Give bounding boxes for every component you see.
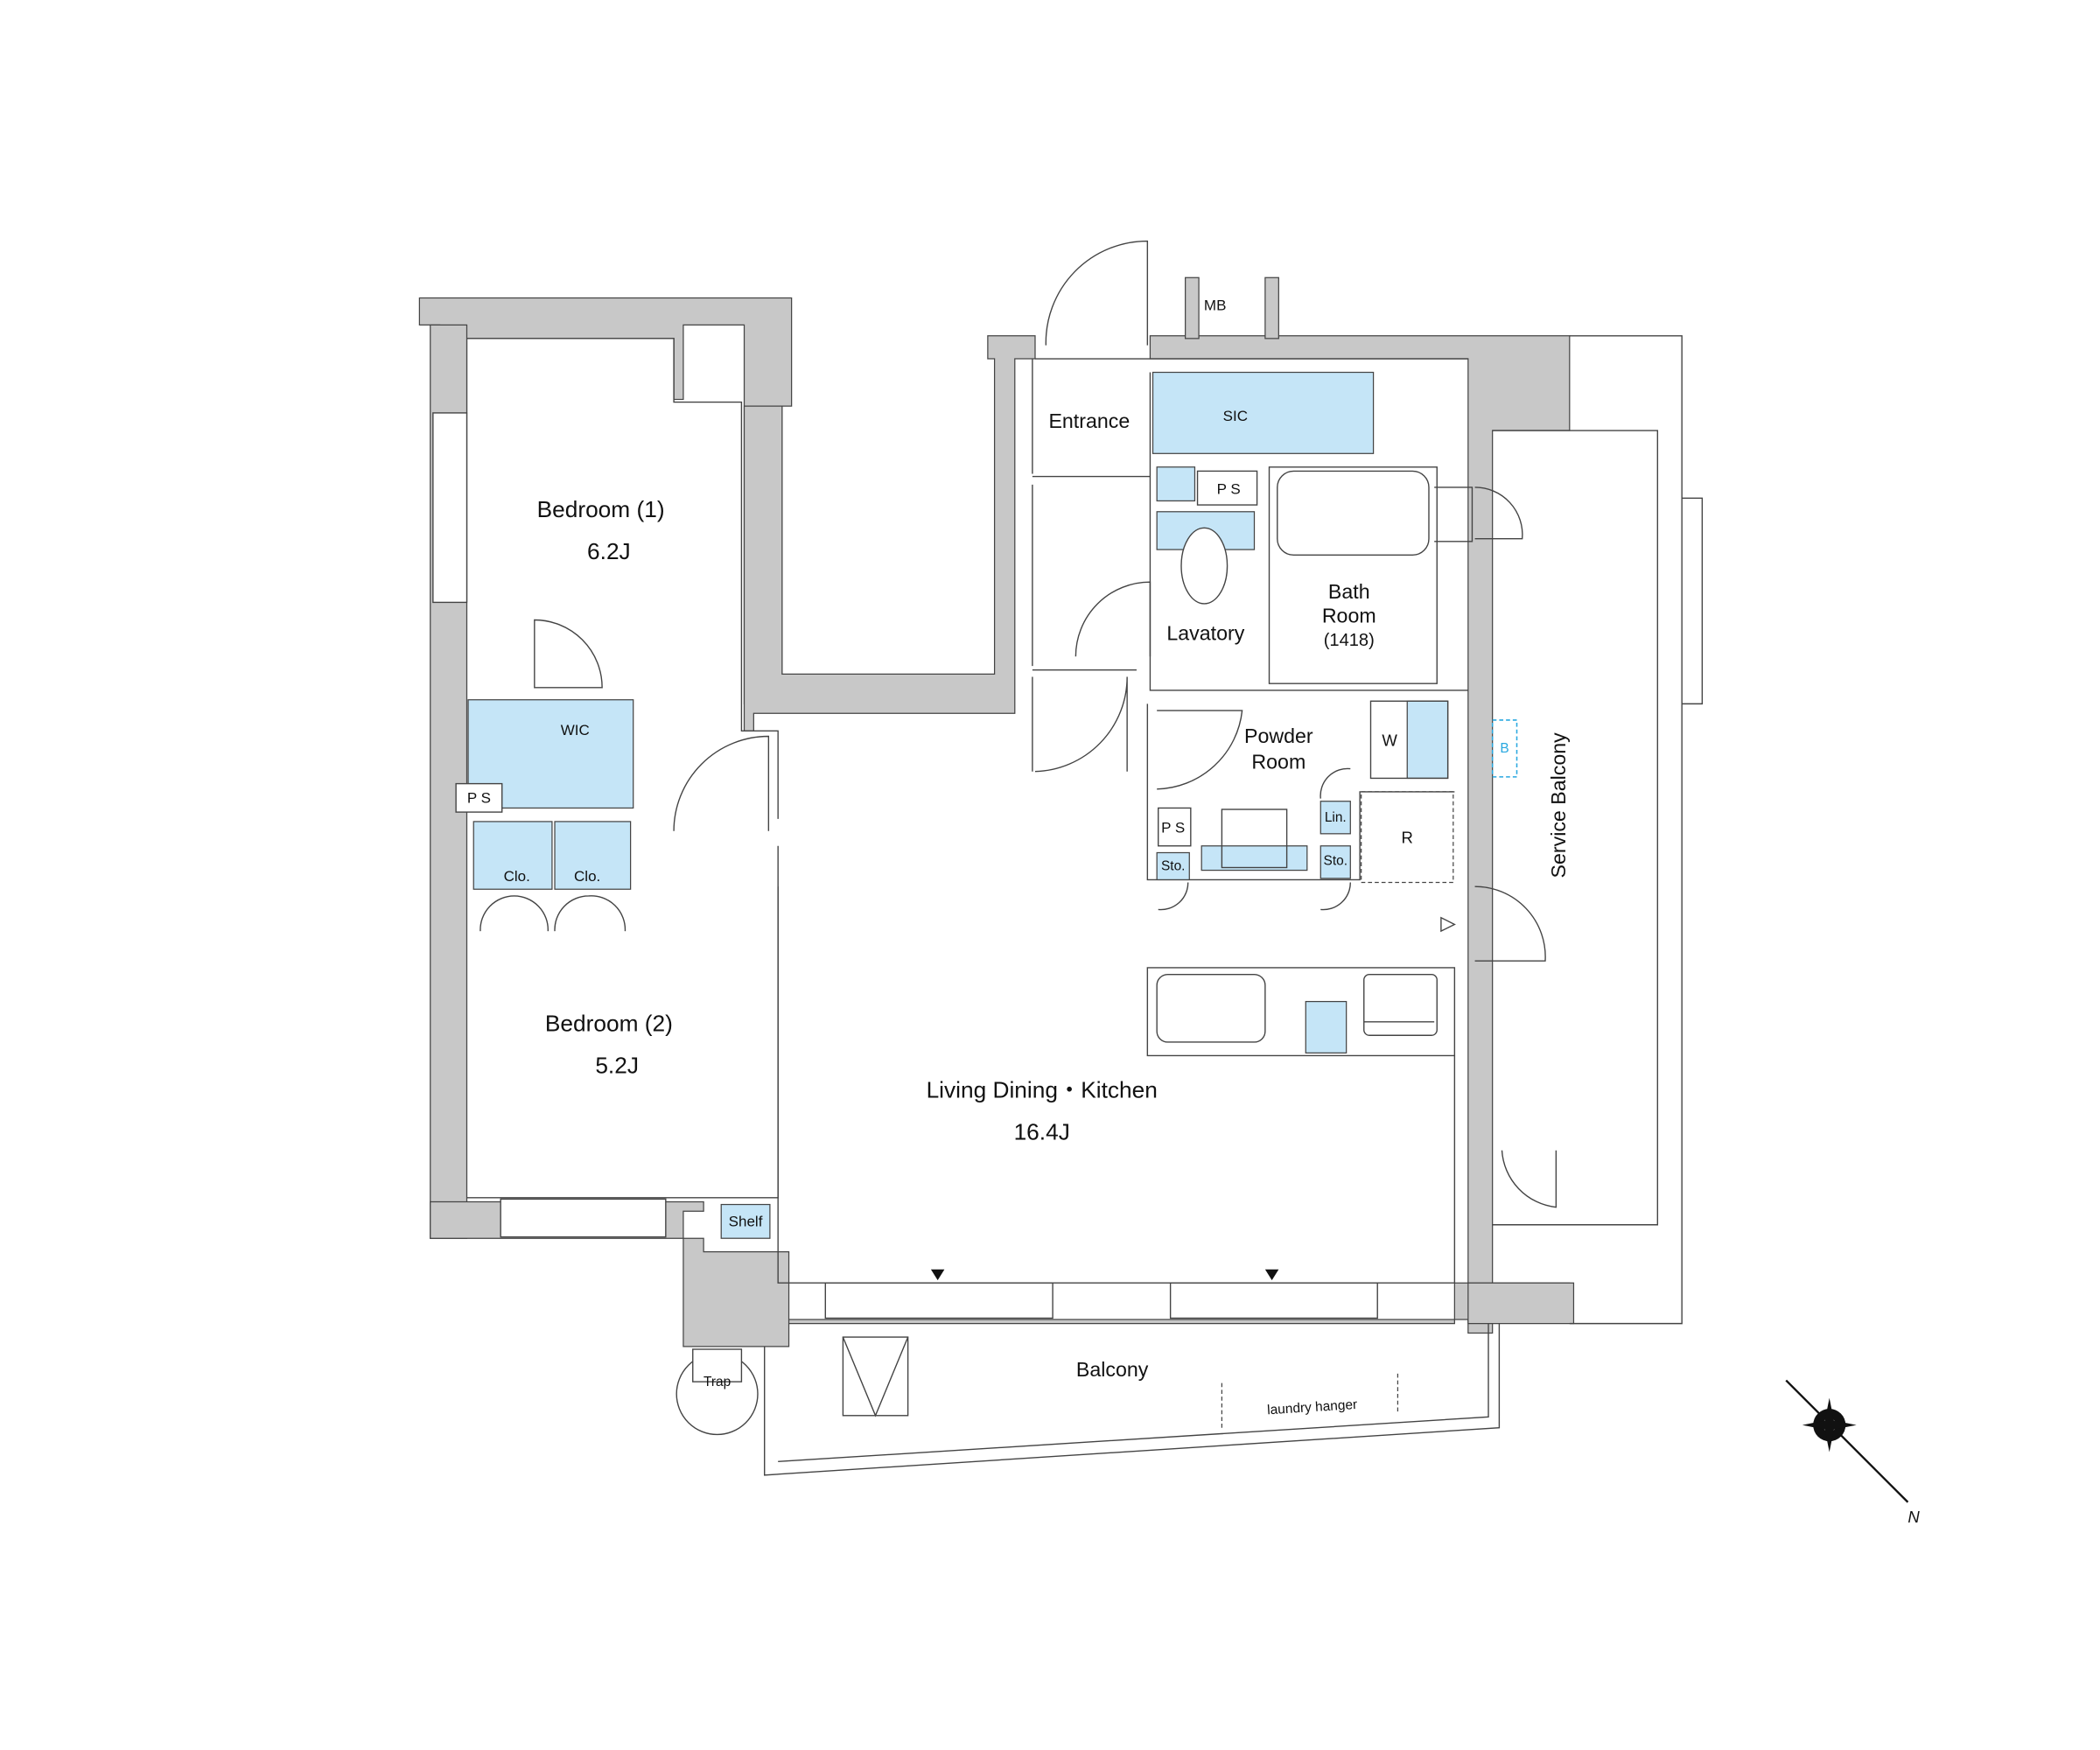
windows bbox=[432, 412, 1378, 1320]
ldk-name: Living Dining・Kitchen bbox=[927, 1076, 1158, 1102]
refrigerator-label: R bbox=[1402, 829, 1413, 847]
trap-label: Trap bbox=[704, 1375, 731, 1390]
compass-north-label: N bbox=[1908, 1508, 1920, 1526]
ps-top-label: P S bbox=[1217, 481, 1241, 498]
closet2-label: Clo. bbox=[574, 868, 600, 885]
ps-powder-label: P S bbox=[1161, 819, 1185, 836]
linen-label: Lin. bbox=[1325, 810, 1347, 825]
storage2-label: Sto. bbox=[1324, 853, 1348, 868]
interior-lines bbox=[466, 335, 1704, 1325]
laundry-hanger-label: laundry hanger bbox=[1267, 1397, 1358, 1418]
bedroom1-name: Bedroom (1) bbox=[537, 496, 665, 522]
bath-label-1: Bath bbox=[1328, 580, 1370, 603]
balcony-area bbox=[676, 1323, 1501, 1476]
storage-units bbox=[455, 371, 1518, 1239]
shelf-label: Shelf bbox=[729, 1213, 763, 1229]
bedroom2-size: 5.2J bbox=[595, 1053, 639, 1079]
powder-label-1: Powder bbox=[1244, 724, 1313, 747]
lavatory-label: Lavatory bbox=[1166, 622, 1244, 645]
walls bbox=[418, 276, 1575, 1348]
bath-label-2: Room bbox=[1322, 605, 1376, 627]
ps-left-label: P S bbox=[467, 789, 491, 806]
bedroom2-name: Bedroom (2) bbox=[545, 1011, 673, 1037]
balcony-label: Balcony bbox=[1076, 1358, 1149, 1381]
b-label: B bbox=[1500, 741, 1508, 756]
storage1-label: Sto. bbox=[1161, 859, 1185, 874]
mb-label: MB bbox=[1204, 297, 1227, 313]
closet1-label: Clo. bbox=[504, 868, 530, 885]
labels: Bedroom (1) 6.2J Bedroom (2) 5.2J Living… bbox=[467, 297, 1570, 1418]
bath-size: (1418) bbox=[1324, 631, 1375, 650]
bedroom1-size: 6.2J bbox=[587, 538, 631, 564]
service-balcony-label: Service Balcony bbox=[1547, 732, 1570, 878]
sic-label: SIC bbox=[1223, 408, 1248, 424]
entrance-label: Entrance bbox=[1048, 410, 1130, 432]
doors bbox=[480, 240, 1558, 1208]
compass-icon bbox=[1785, 1379, 1909, 1503]
powder-label-2: Room bbox=[1251, 751, 1306, 774]
ldk-size: 16.4J bbox=[1014, 1118, 1070, 1144]
washer-label: W bbox=[1382, 731, 1397, 749]
wic-label: WIC bbox=[561, 722, 590, 738]
